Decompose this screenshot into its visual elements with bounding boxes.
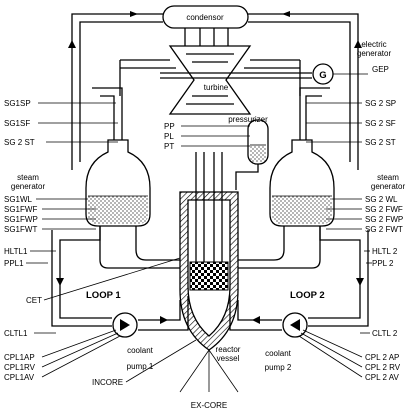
label-cpl2rv: CPL 2 RV <box>365 363 401 372</box>
primary-loop-1: LOOP 1 <box>51 226 189 331</box>
label-sg2sp: SG 2 SP <box>365 99 396 108</box>
label-sg1fwp: SG1FWP <box>4 215 38 224</box>
label-sg2st-left: SG 2 ST <box>4 138 35 147</box>
pump2-label-line2: pump 2 <box>265 363 292 372</box>
generator-symbol: G <box>319 70 326 81</box>
pressurizer-label: pressurizer <box>228 115 268 124</box>
label-sg1sp: SG1SP <box>4 99 31 108</box>
label-incore: INCORE <box>92 378 123 387</box>
label-cltl1: CLTL1 <box>4 329 28 338</box>
label-sg1sf: SG1SF <box>4 119 30 128</box>
primary-loop-2: LOOP 2 <box>229 226 369 331</box>
right-labels: GEP SG 2 SP SG 2 SF SG 2 ST SG 2 WL SG 2… <box>365 65 403 382</box>
label-sg2sf: SG 2 SF <box>365 119 396 128</box>
reactor-label-line1: reactor <box>216 345 241 354</box>
label-hltl1: HLTL1 <box>4 247 28 256</box>
condenser-label: condensor <box>186 13 224 22</box>
steam-lines <box>92 59 330 140</box>
label-sg2wl: SG 2 WL <box>365 195 398 204</box>
label-pp: PP <box>164 122 175 131</box>
label-ppl1: PPL1 <box>4 259 24 268</box>
coolant-pump-1: coolant pump 1 <box>112 312 154 371</box>
sg1-label-line2: generator <box>11 182 46 191</box>
label-pt: PT <box>164 142 174 151</box>
electric-generator: G electric generator <box>312 40 392 85</box>
label-hltl2: HLTL 2 <box>372 247 398 256</box>
left-pointers <box>26 102 197 383</box>
steam-generator-right: steam generator <box>262 139 406 269</box>
pressurizer-labels: PP PL PT <box>164 122 175 151</box>
turbine-label: turbine <box>204 83 229 92</box>
label-ppl2: PPL 2 <box>372 259 394 268</box>
label-sg1wl: SG1WL <box>4 195 33 204</box>
condenser: condensor <box>162 5 249 29</box>
label-sg2fwp: SG 2 FWP <box>365 215 403 224</box>
electric-generator-label-line1: electric <box>361 40 386 49</box>
label-cpl2av: CPL 2 AV <box>365 373 399 382</box>
label-sg1fwf: SG1FWF <box>4 205 37 214</box>
pressurizer: pressurizer <box>181 115 269 190</box>
sg2-label-line1: steam <box>377 173 399 182</box>
label-sg1fwt: SG1FWT <box>4 225 37 234</box>
sg1-label-line1: steam <box>17 173 39 182</box>
label-cpl1av: CPL1AV <box>4 373 35 382</box>
label-ex-core: EX-CORE <box>191 401 227 410</box>
label-cpl1rv: CPL1RV <box>4 363 36 372</box>
ex-core-lines: EX-CORE <box>179 349 239 410</box>
pump2-label-line1: coolant <box>265 349 292 358</box>
electric-generator-label-line2: generator <box>357 49 392 58</box>
label-cpl2ap: CPL 2 AP <box>365 353 399 362</box>
pump1-label-line2: pump 1 <box>127 362 154 371</box>
label-pl: PL <box>164 132 174 141</box>
coolant-pump-2: coolant pump 2 <box>265 312 308 372</box>
steam-generator-left: steam generator <box>11 139 160 269</box>
left-labels: SG1SP SG1SF SG 2 ST SG1WL SG1FWF SG1FWP … <box>4 99 123 387</box>
sg2-label-line2: generator <box>371 182 406 191</box>
loop1-label: LOOP 1 <box>86 290 121 301</box>
label-sg2st: SG 2 ST <box>365 138 396 147</box>
right-pointers <box>298 102 372 378</box>
turbine: turbine <box>160 45 312 115</box>
label-sg2fwf: SG 2 FWF <box>365 205 403 214</box>
reactor-label-line2: vessel <box>217 354 240 363</box>
reactor-vessel: reactor vessel <box>179 152 241 363</box>
label-cltl2: CLTL 2 <box>372 329 398 338</box>
label-gep: GEP <box>372 65 389 74</box>
pump1-label-line1: coolant <box>127 346 154 355</box>
label-cpl1ap: CPL1AP <box>4 353 35 362</box>
loop2-label: LOOP 2 <box>290 290 325 301</box>
flow-arrows <box>56 11 364 324</box>
label-sg2fwt: SG 2 FWT <box>365 225 403 234</box>
label-cet: CET <box>26 296 42 305</box>
